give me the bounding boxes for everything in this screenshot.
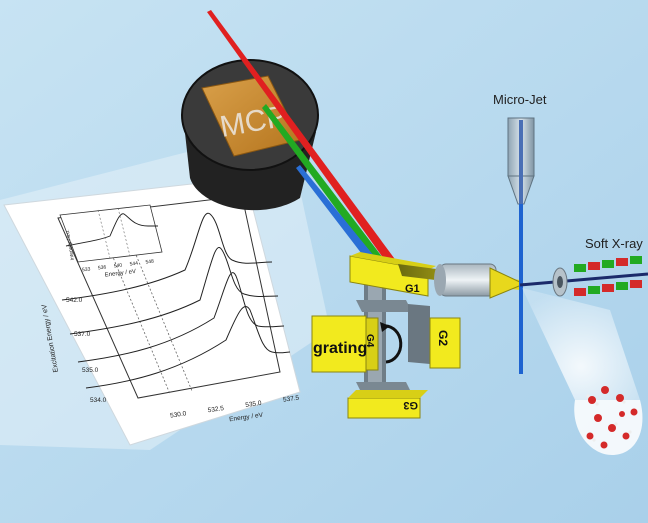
g1-label: G1 [405,283,420,295]
grating-label: grating [313,340,367,357]
mcp-rim [181,59,319,171]
spectrum-plot: 533 536 540 544 548 Energy / eV Intensit… [3,177,301,446]
rotation-arrowhead-icon [380,322,390,332]
xray-aperture-hole [557,276,563,288]
focusing-optic [434,263,526,299]
x-tick: 535.0 [245,400,262,409]
spectrum-curve-3 [77,272,285,363]
plot-frame [57,195,281,399]
x-tick: 532.5 [207,405,224,414]
x-tick: 537.5 [283,394,300,403]
scatter-cone [522,288,640,400]
g2-mount [408,304,430,364]
micro-jet-label: Micro-Jet [493,92,547,107]
inset-x-tick: 540 [113,262,122,269]
y-tick: 542.0 [66,297,83,304]
spectrum-curve-4 [85,306,291,389]
inset-curve [65,213,158,247]
inset-x-tick: 548 [145,259,154,266]
x-ticks: 530.0 532.5 535.0 537.5 Energy / eV [170,394,300,424]
g2-label: G2 [436,330,450,346]
mcp-detector: MCP [181,59,319,211]
x-tick: 530.0 [170,410,187,419]
inset-guide [117,207,131,257]
g4-edge [365,317,379,371]
beam-red [207,10,397,266]
soft-xray-source: Soft X-ray [519,236,648,297]
beam-green [262,104,386,266]
optic-tube [439,263,497,297]
micro-jet: Micro-Jet [493,92,547,374]
g4-label: G4 [364,334,375,348]
inset-x-tick: 536 [98,264,107,271]
g3-mirror-top [348,390,428,398]
inset-y-axis-label: Intensity / a.u. [65,229,76,261]
inset-x-tick: 544 [129,261,138,268]
optic-cone [489,267,526,299]
g1-mirror-top [350,252,436,270]
inset-x-ticks: 533 536 540 544 548 Energy / eV [82,259,155,279]
scattering-region [522,288,643,455]
g3-label: G3 [403,399,418,411]
y-tick: 534.0 [90,397,107,404]
grating-assembly: G2 G1 G3 grating G4 [311,252,461,419]
spectrum-curve-2 [69,247,279,335]
undulator-magnets [574,256,642,296]
inset-x-axis-label: Energy / eV [105,269,137,279]
optic-end [434,264,446,296]
g2-mirror [429,317,461,369]
beam-blue [296,165,374,262]
x-axis-label: Energy / eV [229,412,264,424]
inset-x-tick: 533 [82,266,91,273]
molecules [586,386,638,449]
jet-core [519,120,523,204]
grating-crossbar [356,300,412,312]
spectrum-curve-1 [61,212,273,301]
soft-xray-label: Soft X-ray [585,236,643,251]
y-tick: 537.0 [74,331,91,338]
y-tick: 535.0 [82,367,99,374]
inset-guide [97,209,111,259]
jet-stream [519,204,523,374]
rotation-arrow-icon [383,324,403,364]
xray-beam [519,272,648,287]
